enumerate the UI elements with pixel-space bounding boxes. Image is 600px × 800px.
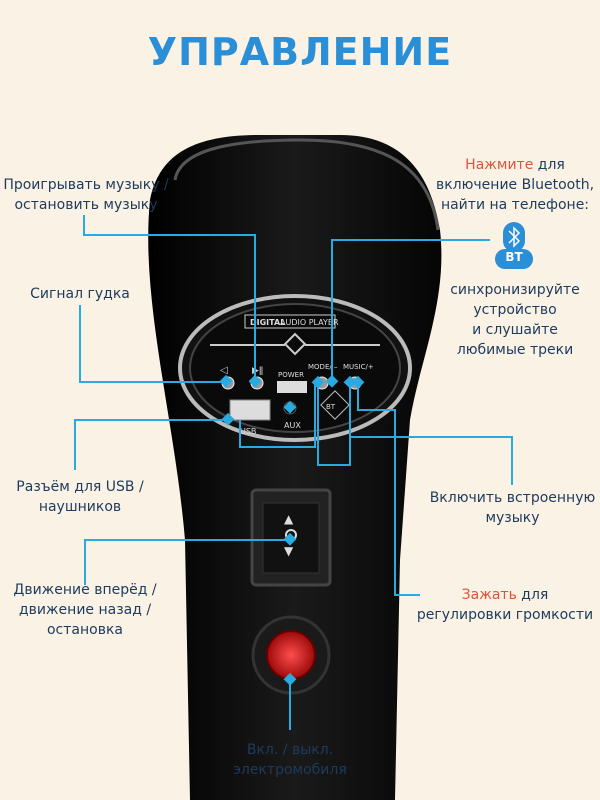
label-line: устройство <box>473 302 557 318</box>
label-line: музыку <box>485 510 540 526</box>
horn-icon: ◁ <box>220 365 228 376</box>
label-line: Движение вперёд / <box>13 582 157 598</box>
label-line: для <box>516 587 549 603</box>
label-line: Включить встроенную <box>429 490 596 506</box>
label-line: включение Bluetooth, <box>435 177 595 193</box>
label-usb: Разъём для USB / наушников <box>5 477 155 517</box>
bt-badge-text: BT <box>505 250 523 264</box>
aux-label: AUX <box>284 421 301 430</box>
label-bluetooth: Нажмите для включение Bluetooth, найти н… <box>430 155 600 215</box>
label-line: наушников <box>38 499 122 515</box>
label-line: найти на телефоне: <box>440 197 590 213</box>
power-label: POWER <box>278 371 304 379</box>
label-volume: Зажать для регулировки громкости <box>410 585 600 625</box>
label-line: остановка <box>46 622 123 638</box>
bt-panel-logo: BT <box>326 403 336 411</box>
device-body <box>148 135 442 800</box>
label-press: Зажать <box>461 587 517 603</box>
label-builtin-music: Включить встроенную музыку <box>425 488 600 528</box>
label-horn: Сигнал гудка <box>30 286 130 302</box>
usb-label: USB <box>240 427 256 436</box>
label-play-music: Проигрывать музыку / остановить музыку <box>0 175 172 215</box>
play-pause-icon: ▶ǁ <box>252 366 263 376</box>
label-line: регулировки громкости <box>416 607 594 623</box>
label-drive: Движение вперёд / движение назад / остан… <box>5 580 165 640</box>
label-press: Нажмите <box>465 157 534 173</box>
label-line: любимые треки <box>456 342 574 358</box>
label-line: Вкл. / выкл. <box>246 742 334 758</box>
panel-label-digital: DIGITAL <box>250 318 285 327</box>
label-line: и слушайте <box>472 322 558 338</box>
label-line: электромобиля <box>233 762 347 778</box>
label-line: Разъём для USB / <box>16 479 144 495</box>
arrow-down-icon: ▼ <box>284 544 294 558</box>
label-line: для <box>533 157 565 173</box>
label-power: Вкл. / выкл. электромобиля <box>220 740 360 780</box>
music-label: MUSIC/+ <box>343 363 374 371</box>
label-line: синхронизируйте <box>450 282 580 298</box>
arrow-up-icon: ▲ <box>284 512 294 526</box>
label-line: остановить музыку <box>14 197 158 213</box>
label-line: движение назад / <box>18 602 152 618</box>
power-switch[interactable] <box>266 630 316 680</box>
callout-lines <box>74 215 513 730</box>
usb-port[interactable] <box>229 399 271 421</box>
panel-label-audio: AUDIO PLAYER <box>280 318 339 327</box>
mode-label: MODE/ – <box>308 363 338 371</box>
label-line: Проигрывать музыку / <box>3 177 169 193</box>
bluetooth-icon: BT <box>495 222 533 270</box>
label-sync: синхронизируйте устройство и слушайте лю… <box>440 280 590 360</box>
callout-markers <box>219 374 365 686</box>
page-title: УПРАВЛЕНИЕ <box>147 30 453 74</box>
power-indicator <box>277 381 307 393</box>
